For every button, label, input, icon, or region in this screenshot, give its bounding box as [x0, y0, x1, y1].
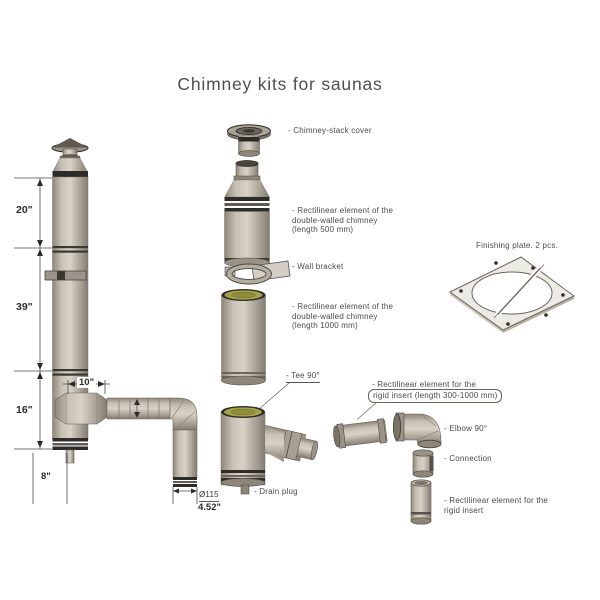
label-rectilinear-1000: - Rectilinear element of the double-wall… — [292, 302, 393, 331]
assembled-chimney — [14, 138, 198, 504]
part-rectilinear-500 — [224, 160, 270, 268]
label-rectilinear-500-line1: - Rectilinear element of the — [292, 206, 394, 215]
label-rectilinear-500-line3: (length 500 mm) — [292, 225, 354, 234]
label-rigid-insert-2: - Rectilinear element for the rigid inse… — [444, 496, 548, 515]
label-chimney-stack-cover: - Chimney-stack cover — [288, 126, 372, 135]
finishing-plate — [449, 256, 575, 333]
page-title: Chimney kits for saunas — [177, 74, 383, 94]
label-rectilinear-500: - Rectilinear element of the double-wall… — [292, 206, 393, 235]
part-wall-bracket — [224, 260, 291, 285]
part-rectilinear-1000 — [221, 289, 266, 386]
label-tee-90: - Tee 90° — [286, 371, 320, 383]
dim-16: 16" — [16, 404, 33, 416]
label-rectilinear-500-line2: double-walled chimney — [292, 215, 378, 225]
part-connection — [412, 449, 434, 478]
part-rigid-insert-vertical — [410, 479, 432, 525]
wall-bracket-on-pipe — [44, 270, 87, 281]
label-rigid-insert-line1: - Rectilinear element for the — [372, 380, 477, 389]
label-elbow-90: - Elbow 90° — [444, 424, 488, 433]
label-rectilinear-1000-line3: (length 1000 mm) — [292, 321, 358, 330]
label-drain-plug: - Drain plug — [254, 487, 298, 496]
chimney-cap — [51, 138, 89, 161]
label-rectilinear-1000-line2: double-walled chimney — [292, 311, 378, 321]
label-connection: - Connection — [444, 454, 492, 463]
dim-8: 8" — [41, 471, 51, 482]
dim-diameter-115: Ø115 — [199, 490, 219, 502]
part-chimney-stack-cover — [227, 124, 271, 157]
label-wall-bracket: - Wall bracket — [292, 262, 344, 271]
label-rigid-insert-2-line2: rigid insert — [444, 505, 484, 515]
dimension-arrowheads — [37, 179, 197, 494]
dim-4-52: 4.52" — [198, 502, 221, 513]
finishing-plate-caption: Finishing plate. 2 pcs. — [476, 241, 558, 250]
tee-branch-run — [54, 392, 198, 487]
part-rigid-insert-horizontal — [333, 401, 388, 449]
part-tee-90 — [220, 382, 319, 495]
dim-39: 39" — [16, 301, 33, 313]
label-rigid-insert-2-line1: - Rectilinear element for the — [444, 496, 549, 505]
dim-10: 10" — [77, 377, 97, 388]
dim-20: 20" — [16, 204, 33, 216]
dimension-lines — [14, 177, 198, 504]
label-rigid-insert-line2: rigid insert (length 300-1000 mm) — [368, 389, 503, 403]
part-elbow-90 — [392, 412, 442, 449]
drain-plug-nipple — [240, 484, 250, 495]
label-rectilinear-1000-line1: - Rectilinear element of the — [292, 302, 394, 311]
